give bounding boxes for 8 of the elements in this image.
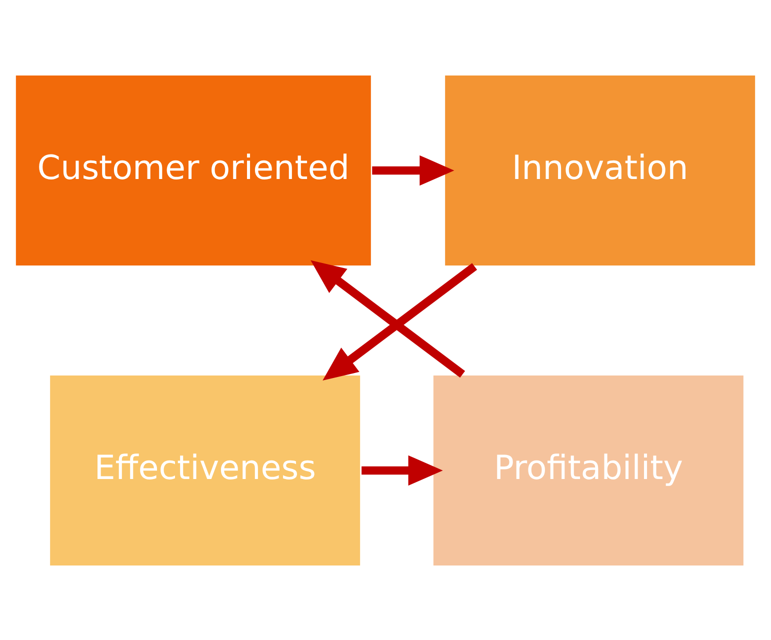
node-box: Innovation [443, 73, 757, 267]
arrow [372, 154, 454, 186]
node-box: Effectiveness [48, 373, 362, 567]
node-box: Profitability [432, 373, 746, 567]
arrow [322, 262, 478, 380]
node-box: Customer oriented [14, 73, 373, 267]
arrow [310, 260, 466, 378]
arrow [362, 454, 443, 486]
